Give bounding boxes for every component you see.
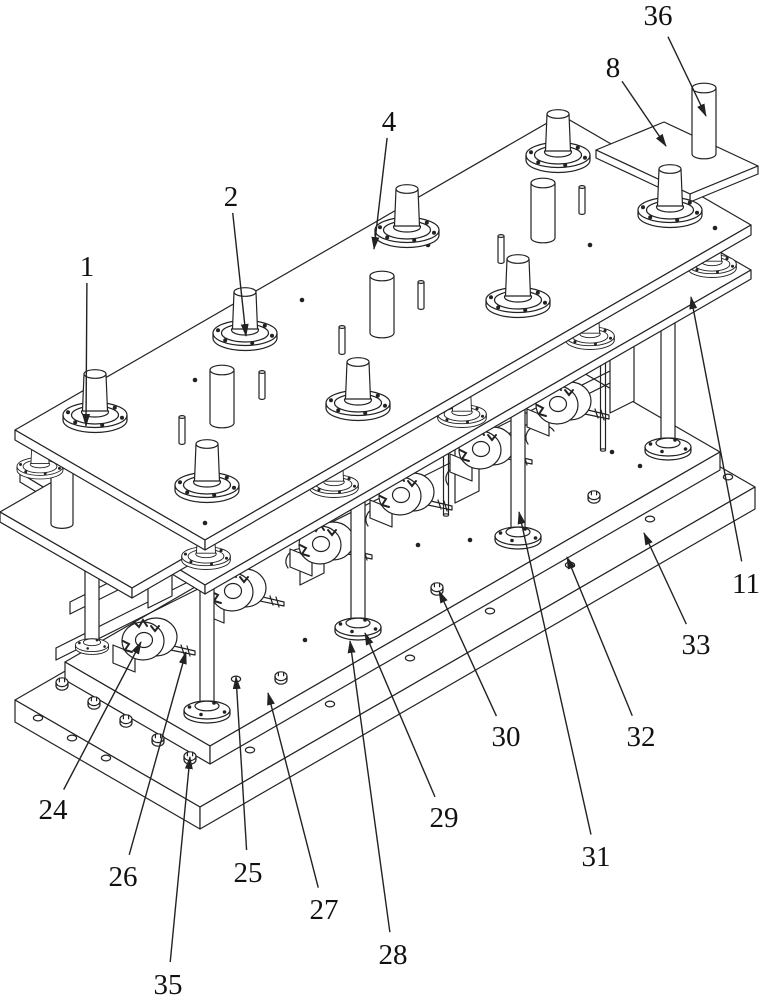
leader-line-24 <box>63 641 142 790</box>
callout-label-24: 24 <box>39 794 69 826</box>
callout-label-2: 2 <box>224 181 239 213</box>
leader-line-31 <box>517 511 592 835</box>
callout-label-27: 27 <box>310 894 339 926</box>
callout-label-11: 11 <box>732 568 760 600</box>
middle-plate <box>64 367 721 765</box>
callout-label-8: 8 <box>606 52 621 84</box>
leader-line-1 <box>82 282 91 427</box>
leader-line-36 <box>667 36 707 117</box>
callout-label-4: 4 <box>382 106 397 138</box>
callout-label-36: 36 <box>644 0 673 32</box>
leader-line-33 <box>643 532 687 625</box>
leader-line-25 <box>232 676 248 851</box>
top-plate-cylinders <box>209 177 556 429</box>
callout-label-26: 26 <box>109 861 138 893</box>
leader-line-8 <box>621 80 667 147</box>
leader-line-4 <box>371 137 388 250</box>
callout-label-29: 29 <box>430 802 459 834</box>
callout-label-33: 33 <box>682 629 711 661</box>
leader-line-2 <box>232 212 249 337</box>
callout-label-28: 28 <box>379 939 408 971</box>
leader-line-32 <box>566 556 633 716</box>
callout-label-25: 25 <box>234 857 263 889</box>
leader-line-35 <box>169 756 193 963</box>
leader-line-30 <box>438 590 498 717</box>
callout-label-30: 30 <box>492 721 521 753</box>
leader-line-28 <box>347 640 391 933</box>
leader-line-27 <box>267 692 319 888</box>
callout-label-1: 1 <box>80 251 95 283</box>
callout-label-35: 35 <box>154 969 183 1000</box>
left-extension-plate <box>0 455 211 599</box>
callout-label-31: 31 <box>582 841 611 873</box>
leader-line-29 <box>364 632 436 798</box>
leader-line-26 <box>128 651 187 856</box>
leader-line-11 <box>689 296 743 562</box>
callout-label-32: 32 <box>627 721 656 753</box>
